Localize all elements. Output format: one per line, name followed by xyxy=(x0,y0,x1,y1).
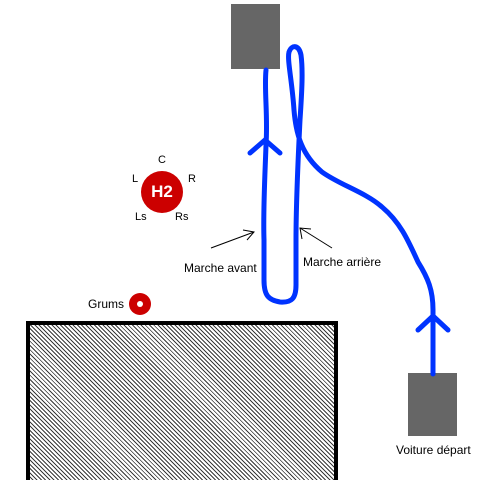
voiture-depart-label: Voiture départ xyxy=(396,443,471,457)
channel-left-label: L xyxy=(132,173,139,185)
vehicle-start xyxy=(408,373,457,436)
marche-arriere-label: Marche arrière xyxy=(303,255,382,269)
channel-right-label: R xyxy=(188,173,196,185)
grums-icon xyxy=(129,293,151,315)
speaker-name: H2 xyxy=(151,182,173,201)
channel-rs-label: Rs xyxy=(175,211,189,223)
speaker-h2-icon: H2 xyxy=(141,171,183,213)
channel-center-label: C xyxy=(158,154,166,166)
channel-ls-label: Ls xyxy=(135,211,147,223)
arrowhead-forward xyxy=(247,137,283,156)
trajectory-path xyxy=(261,44,436,377)
marche-avant-label: Marche avant xyxy=(184,261,257,275)
hatched-zone xyxy=(26,321,338,480)
pointer-marche-avant xyxy=(210,229,255,249)
grums-label: Grums xyxy=(88,297,124,311)
vehicle-arrival xyxy=(231,4,280,69)
arrowhead-start xyxy=(415,313,451,333)
pointer-marche-arriere xyxy=(299,227,333,249)
grums-dot-icon xyxy=(137,301,143,307)
